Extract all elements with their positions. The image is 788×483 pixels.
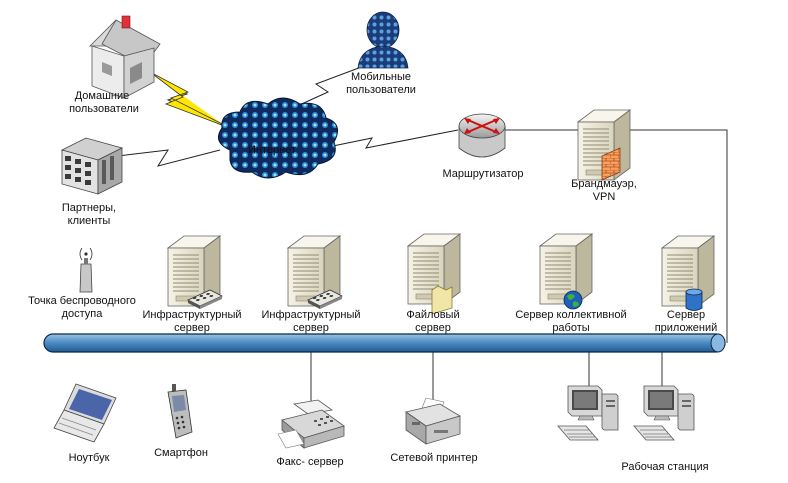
antenna-icon [79,247,93,293]
router-label: Маршрутизатор [442,168,523,180]
fax-icon [277,399,345,449]
partners-label-2: клиенты [68,215,111,227]
infra-server-2-label-1: Инфраструктурный [261,309,360,321]
wireless-ap-label-1: Точка беспроводного [28,295,136,307]
house-icon [89,15,161,99]
router-icon [458,113,506,158]
app-server-label-1: Сервер [667,309,705,321]
mobile-users-label-1: Мобильные [351,71,411,83]
home-users-label-1: Домашние [75,90,130,102]
workstation-icon-2 [633,385,695,441]
file-server-label-2: сервер [415,322,451,334]
globe-icon [563,290,583,310]
file-server-label-1: Файловый [406,309,459,321]
internet-label: Интернет [248,144,296,156]
cloud-icon [217,97,339,179]
infra-server-1-label-1: Инфраструктурный [142,309,241,321]
collab-server-label-1: Сервер коллективной [515,309,626,321]
workstation-icon-1 [557,385,619,441]
collab-server-label-2: работы [552,322,589,334]
fax-server-label: Факс- сервер [276,456,343,468]
infra-server-1-label-2: сервер [174,322,210,334]
firewall-icon [577,109,631,181]
server-icon-collab [539,233,593,310]
database-icon [685,288,703,311]
firewall-label-2: VPN [593,191,616,203]
firewall-label-1: Брандмауэр, [571,178,637,190]
lightning-internet-router [327,129,459,149]
folder-icon [431,285,453,315]
laptop-label: Ноутбук [69,452,110,464]
app-server-label-2: приложений [655,322,718,334]
office-building-icon [60,137,124,195]
server-icon-app [661,235,715,311]
lightning-partners-internet [117,149,221,167]
workstation-label: Рабочая станция [621,461,708,473]
home-users-label-2: пользователи [69,103,139,115]
infra-server-2-label-2: сервер [293,322,329,334]
printer-icon [405,397,461,445]
server-icon-infra-2 [287,235,343,310]
network-bus [43,333,726,353]
user-silhouette-icon [357,11,409,69]
server-icon-file [407,233,461,315]
wireless-links [117,62,459,167]
mobile-users-label-2: пользователи [346,84,416,96]
network-printer-label: Сетевой принтер [390,452,477,464]
wireless-ap-label-2: доступа [62,308,104,320]
smartphone-icon [167,384,193,439]
server-icon-infra-1 [167,235,223,310]
partners-label-1: Партнеры, [62,202,116,214]
lightning-home-internet-fill [149,71,231,129]
lightning-mobile-internet [283,62,373,113]
smartphone-label: Смартфон [154,447,208,459]
laptop-icon [53,383,117,443]
